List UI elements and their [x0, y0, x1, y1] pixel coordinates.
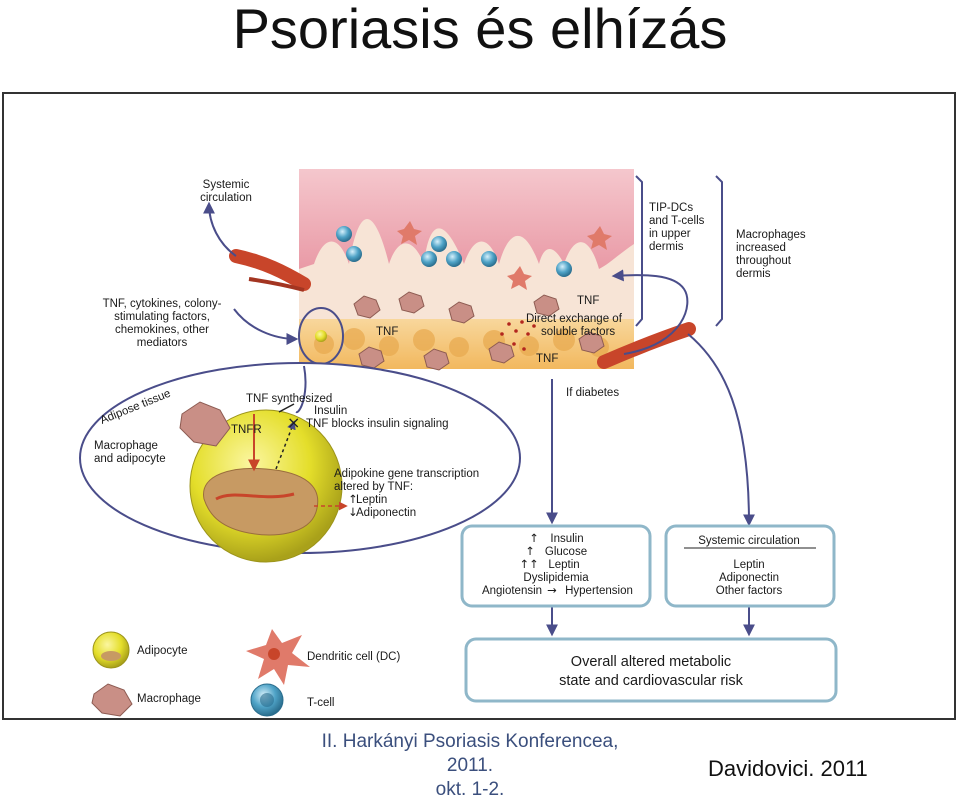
arrow-right-loop: [611, 269, 689, 355]
label-if-diabetes: If diabetes: [566, 387, 619, 399]
metab-hypertension: Hypertension: [565, 585, 633, 597]
label-tnfr: TNFR: [231, 424, 262, 436]
arrow-to-systemic: [203, 201, 237, 257]
blood-vessel-left-lower: [248, 277, 305, 292]
adipocyte-icon: [92, 631, 130, 669]
up-arrow-icon: ↑: [525, 544, 535, 558]
label-tnf-c: TNF: [536, 353, 558, 365]
label-macadip-1: Macrophage: [94, 440, 158, 452]
blood-vessel-right: [597, 322, 696, 369]
label-systemic-2: circulation: [200, 192, 252, 204]
label-direct-2: soluble factors: [541, 326, 615, 338]
arrow-systemic-box: [687, 333, 755, 527]
box-overall: [464, 637, 838, 703]
footer-citation: II. Harkányi Psoriasis Konferencea, 2011…: [300, 730, 640, 802]
dendritic-cells-dermis: [397, 221, 612, 290]
label-tip-1: TIP-DCs: [649, 202, 693, 214]
metab-glucose: Glucose: [545, 546, 587, 558]
svg-text:×: ×: [287, 413, 300, 432]
label-leptin-up: Leptin: [356, 494, 387, 506]
blood-vessel-left: [229, 249, 311, 291]
label-tnf-synth: TNF synthesized: [246, 393, 332, 405]
metab-dyslipidemia: Dyslipidemia: [523, 572, 589, 584]
right-arrow-icon: →: [547, 583, 557, 597]
diagram-panel: × Systemic circulation TNF, cytokines, c…: [2, 92, 956, 720]
systemic-item-other: Other factors: [716, 585, 783, 597]
macrophage-icon: [91, 683, 133, 717]
label-tip-3: in upper: [649, 228, 691, 240]
legend-tcell: T-cell: [307, 697, 334, 709]
label-adipokine-2: altered by TNF:: [334, 481, 413, 493]
t-cells-dermis: [336, 226, 572, 277]
bracket-upper-dermis: [635, 175, 643, 327]
bracket-dermis: [715, 175, 723, 327]
overall-line-1: Overall altered metabolic: [571, 654, 731, 670]
label-adipokine-1: Adipokine gene transcription: [334, 468, 479, 480]
label-systemic-1: Systemic: [203, 179, 250, 191]
systemic-item-leptin: Leptin: [733, 559, 764, 571]
overall-line-2: state and cardiovascular risk: [559, 673, 743, 689]
label-tip-2: and T-cells: [649, 215, 705, 227]
label-tnf-blocks: TNF blocks insulin signaling: [306, 418, 449, 430]
legend-adipocyte: Adipocyte: [137, 645, 188, 657]
label-mediators-1: TNF, cytokines, colony-: [103, 298, 222, 310]
label-direct-1: Direct exchange of: [526, 313, 623, 325]
label-tnf-b: TNF: [577, 295, 599, 307]
macrophages-dermis: [353, 291, 605, 371]
legend-macrophage: Macrophage: [137, 693, 201, 705]
arrow-mediators: [233, 308, 299, 345]
up-arrow-icon: ↑: [529, 531, 539, 545]
up-arrow-icon: ↑: [348, 492, 358, 506]
label-tnf-a: TNF: [376, 326, 398, 338]
metab-angiotensin: Angiotensin: [482, 585, 542, 597]
t-cell-icon: [250, 683, 284, 717]
box-systemic: [664, 524, 836, 608]
label-insulin: Insulin: [314, 405, 347, 417]
pathway-diagram: × Systemic circulation TNF, cytokines, c…: [79, 169, 838, 717]
label-macadip-2: and adipocyte: [94, 453, 166, 465]
adipocyte-large: [189, 409, 343, 563]
label-macro-3: throughout: [736, 255, 792, 267]
label-macro-2: increased: [736, 242, 786, 254]
footer-line-2: okt. 1-2.: [435, 779, 505, 800]
label-macro-1: Macrophages: [736, 229, 806, 241]
dendritic-cell-icon: [246, 629, 310, 685]
metab-insulin: Insulin: [550, 533, 583, 545]
double-up-arrow-icon: ↑↑: [519, 557, 538, 571]
footer-line-1: II. Harkányi Psoriasis Konferencea, 2011…: [321, 731, 619, 776]
macrophage-large: [179, 401, 231, 447]
label-mediators-4: mediators: [137, 337, 188, 349]
soluble-factor-dots: [500, 320, 536, 351]
label-tip-4: dermis: [649, 241, 684, 253]
skin-section: [299, 169, 634, 369]
metab-leptin: Leptin: [548, 559, 579, 571]
systemic-item-adiponectin: Adiponectin: [719, 572, 779, 584]
label-adiponectin-down: Adiponectin: [356, 507, 416, 519]
box-metabolic: [460, 524, 652, 608]
label-macro-4: dermis: [736, 268, 771, 280]
slide-title: Psoriasis és elhízás: [232, 0, 728, 60]
systemic-box-title: Systemic circulation: [698, 535, 800, 547]
label-mediators-2: stimulating factors,: [114, 311, 210, 323]
legend-dendritic: Dendritic cell (DC): [307, 651, 400, 663]
label-mediators-3: chemokines, other: [115, 324, 209, 336]
down-arrow-icon: ↓: [348, 505, 358, 519]
author-credit: Davidovici. 2011: [708, 756, 868, 781]
